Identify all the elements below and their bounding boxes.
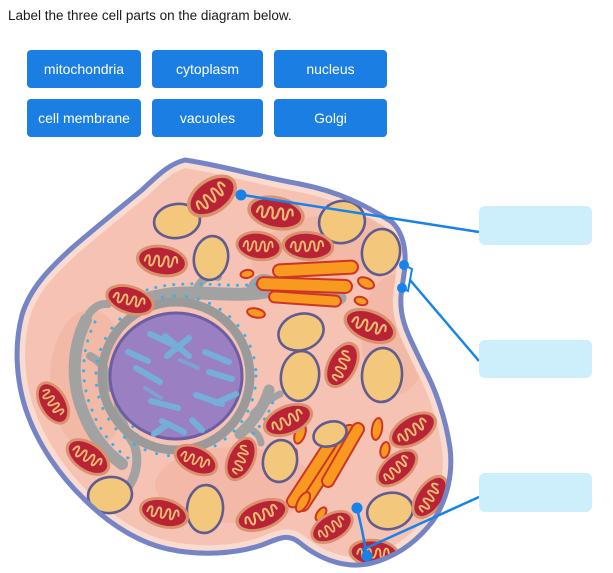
- mitochondrion-pointer-dot-top: [351, 502, 363, 514]
- word-button-cytoplasm[interactable]: cytoplasm: [152, 50, 263, 88]
- leader-line-slot-2: [409, 279, 480, 362]
- vacuoles: [86, 199, 415, 535]
- membrane-pointer-dot-top: [399, 260, 409, 270]
- word-button-cell-membrane[interactable]: cell membrane: [27, 99, 141, 137]
- page-title: Label the three cell parts on the diagra…: [8, 8, 292, 23]
- word-button-golgi[interactable]: Golgi: [274, 99, 387, 137]
- vacuole: [277, 312, 325, 352]
- nucleus: [94, 294, 258, 458]
- vacuole: [360, 227, 402, 277]
- mitochondria-connector: [355, 507, 369, 557]
- vacuole: [86, 475, 134, 515]
- answer-slot-3[interactable]: [479, 473, 592, 512]
- vacuole: [312, 420, 348, 448]
- vacuole: [185, 483, 225, 535]
- cytoplasm-pointer-dot: [235, 189, 247, 201]
- word-button-mitochondria[interactable]: mitochondria: [27, 50, 141, 88]
- membrane-pointer-dot-bottom: [397, 283, 407, 293]
- chromatin: [125, 331, 239, 437]
- mitochondrion-pointer-dot-bottom: [361, 550, 373, 562]
- answer-slot-2[interactable]: [479, 340, 592, 378]
- pointer-dots: [235, 189, 409, 562]
- answer-slot-1[interactable]: [479, 206, 592, 245]
- word-button-nucleus[interactable]: nucleus: [274, 50, 387, 88]
- vacuole: [152, 202, 202, 240]
- leader-line-slot-1: [242, 193, 480, 234]
- vacuole: [261, 438, 299, 484]
- vacuole: [192, 234, 230, 282]
- cell-body: [17, 160, 451, 566]
- word-bank: mitochondria cytoplasm nucleus cell memb…: [27, 50, 387, 137]
- vacuole: [279, 349, 321, 403]
- leader-line-slot-3: [361, 495, 480, 552]
- vacuole: [360, 346, 404, 404]
- golgi-apparatus-upper: [239, 259, 375, 319]
- word-button-vacuoles[interactable]: vacuoles: [152, 99, 263, 137]
